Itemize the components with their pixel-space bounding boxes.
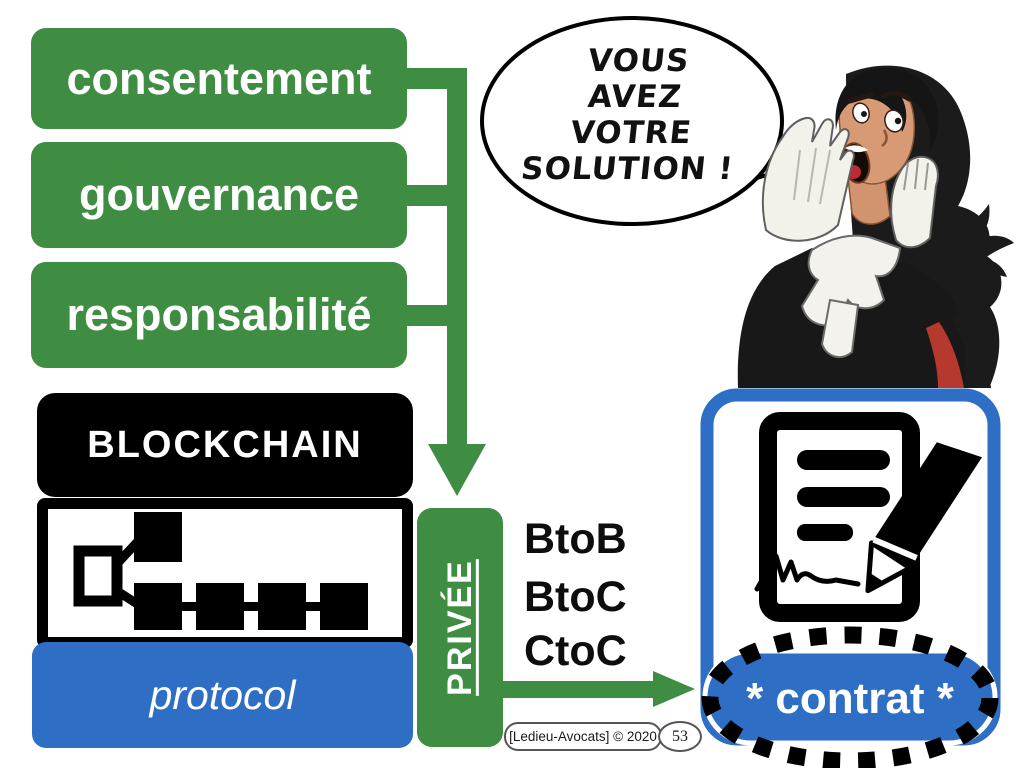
right-glove-fingers <box>903 158 929 191</box>
down-arrow-shaft <box>447 68 467 446</box>
contrat-label: * contrat * <box>746 674 955 723</box>
principle-label: consentement <box>66 52 372 104</box>
pencil-icon <box>865 442 982 594</box>
signed-contract-icon <box>754 412 982 622</box>
privee-box: PRIVÉE <box>417 508 503 747</box>
left-eye <box>852 102 870 124</box>
blockchain-diagram-icon <box>73 512 368 630</box>
contract-panel: * contrat * <box>700 388 1001 768</box>
right-eye <box>884 109 904 133</box>
down-arrow-icon <box>428 444 486 496</box>
hair-front <box>835 67 939 150</box>
hair-spikes <box>938 204 1014 277</box>
jabot <box>800 234 902 327</box>
market-label-btoc: BtoC <box>524 573 627 621</box>
lawyer-character-illustration <box>737 65 1014 388</box>
page-number: 53 <box>672 727 688 745</box>
principle-label: gouvernance <box>78 169 360 220</box>
footer-credit: [Ledieu-Avocats] © 2020 <box>504 722 662 751</box>
dashed-emphasis-ring <box>701 626 999 768</box>
market-label-ctoc: CtoC <box>524 627 627 675</box>
footer-credit-text: [Ledieu-Avocats] © 2020 <box>509 729 657 744</box>
blockchain-diagram-box <box>37 498 413 648</box>
right-arrow-shaft <box>503 681 655 698</box>
right-arrow-icon <box>653 671 695 707</box>
protocol-label: protocol <box>149 671 296 718</box>
speech-bubble <box>480 16 805 226</box>
privee-label: PRIVÉE <box>440 559 479 696</box>
protocol-box: protocol <box>32 642 413 748</box>
right-brow <box>880 91 912 102</box>
principle-label: responsabilité <box>66 289 372 340</box>
left-pupil <box>861 111 867 117</box>
left-glove <box>761 116 855 242</box>
right-pupil <box>894 117 902 125</box>
market-label-btob: BtoB <box>524 515 627 563</box>
blockchain-title: BLOCKCHAIN <box>87 423 363 466</box>
left-glove-fingers <box>793 147 831 205</box>
blockchain-title-box: BLOCKCHAIN <box>37 393 413 497</box>
principle-box-responsabilite: responsabilité <box>31 262 407 368</box>
nose <box>881 129 888 147</box>
page-number-badge: 53 <box>658 721 702 752</box>
principle-box-gouvernance: gouvernance <box>31 142 407 248</box>
principle-box-consentement: consentement <box>31 28 407 129</box>
signature-squiggle <box>754 553 861 592</box>
left-brow <box>847 92 874 104</box>
cape-red-lining <box>926 322 964 388</box>
hair-strand <box>951 313 991 388</box>
jabot-tail <box>820 298 860 359</box>
